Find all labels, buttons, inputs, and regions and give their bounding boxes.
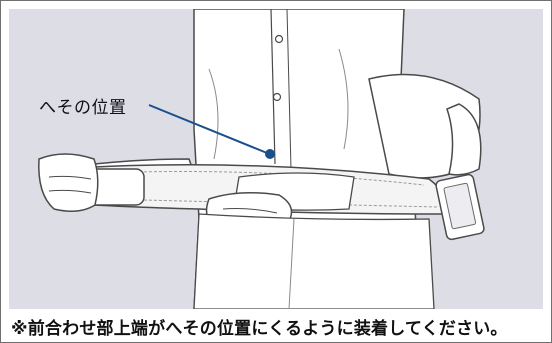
navel-marker-icon [265,149,275,159]
figure-caption: ※前合わせ部上端がへその位置にくるように装着してください。 [11,319,508,339]
trouser-fly [288,218,295,309]
rolled-cuff [446,103,482,176]
callout-label: へその位置 [39,98,127,118]
trousers [193,213,435,309]
shirt-placket [270,9,276,165]
shirt-fold [338,48,349,150]
finger-line [222,208,278,214]
device-screen [443,182,477,230]
illustration-panel [9,9,543,309]
callout-leader-line [148,104,268,154]
left-hand [38,153,99,212]
shirt-placket-edge [286,9,292,170]
shirt-button [274,34,284,44]
belt-wearing-illustration [38,9,485,309]
shirt-button [272,92,282,102]
finger-line [48,189,92,194]
belt-stitch [103,171,425,186]
finger-line [48,175,92,180]
shirt-fold [208,68,219,160]
